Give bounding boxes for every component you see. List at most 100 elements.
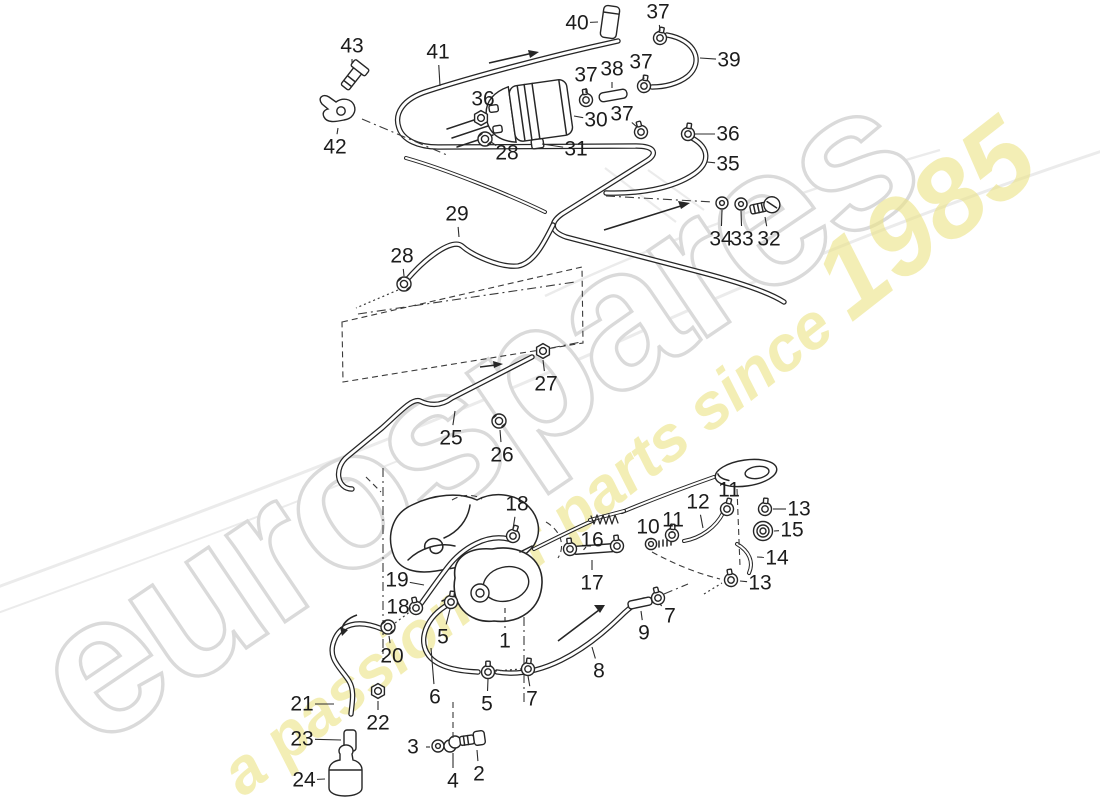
leader-line-9 [640, 610, 643, 621]
part-label-30: 30 [584, 109, 607, 132]
part-label-17: 17 [580, 572, 603, 595]
part-label-37: 37 [646, 1, 669, 24]
part-label-20: 20 [380, 645, 403, 668]
hose-35 [604, 136, 708, 195]
grommet-28a [396, 276, 412, 292]
nut-27 [535, 342, 551, 360]
part-label-9: 9 [638, 622, 650, 645]
leader-line-42 [336, 127, 339, 135]
part-label-4: 4 [447, 770, 459, 793]
clamp-37d [631, 119, 650, 141]
leader-line-5 [445, 608, 451, 625]
leader-line-19 [409, 581, 425, 586]
leader-line-33 [740, 210, 743, 227]
part-label-7: 7 [526, 688, 538, 711]
part-label-32: 32 [757, 228, 780, 251]
leader-line-39 [699, 57, 717, 60]
hose-14 [736, 543, 752, 574]
part-label-11: 11 [662, 509, 684, 532]
part-label-37: 37 [610, 103, 633, 126]
part-label-10: 10 [636, 516, 659, 539]
nut-36a [473, 109, 489, 127]
part-label-6: 6 [429, 686, 441, 709]
tube-40 [599, 4, 621, 40]
hose-12 [683, 512, 724, 542]
part-label-25: 25 [439, 427, 462, 450]
leader-line-26 [499, 429, 502, 443]
leader-line-20 [388, 635, 391, 644]
damper-24 [328, 744, 363, 797]
hose-6 [422, 602, 480, 674]
mid-section [336, 266, 584, 493]
part-label-7: 7 [664, 605, 676, 628]
part-label-28: 28 [390, 245, 413, 268]
part-label-14: 14 [765, 547, 789, 570]
hose-39 [650, 33, 698, 89]
clamp-7a [520, 656, 537, 677]
hose-41-fold [405, 157, 546, 213]
leader-line-8 [591, 646, 596, 659]
part-label-12: 12 [686, 491, 709, 514]
part-label-24: 24 [292, 769, 316, 792]
leader-line-37 [642, 74, 645, 80]
leader-line-35 [706, 161, 716, 164]
watermark: eurospares a passion for parts since 198… [0, 38, 1100, 800]
flow-arrow [488, 50, 539, 64]
part-label-36: 36 [471, 88, 494, 111]
part-label-11: 11 [718, 479, 740, 502]
leader-line-6 [430, 647, 435, 685]
part-label-22: 22 [366, 712, 389, 735]
valve-31 [530, 138, 545, 150]
fuel-pump-1 [441, 545, 543, 623]
washer-33 [734, 197, 748, 211]
leader-line-28 [402, 268, 405, 277]
top-assembly [319, 4, 787, 305]
flow-arrow [557, 605, 605, 642]
leader-line-16 [583, 546, 587, 551]
part-label-3: 3 [407, 736, 419, 759]
part-label-29: 29 [445, 203, 468, 226]
part-label-26: 26 [490, 444, 513, 467]
part-label-5: 5 [437, 626, 449, 649]
leader-line-2 [476, 749, 479, 762]
hose-25 [337, 355, 534, 491]
grommet-15 [752, 520, 774, 542]
part-label-36: 36 [716, 123, 739, 146]
part-label-1: 1 [499, 630, 511, 653]
part-label-42: 42 [323, 136, 346, 159]
part-label-5: 5 [481, 693, 493, 716]
flow-arrow [340, 614, 358, 636]
tube-9 [627, 596, 653, 610]
part-label-35: 35 [716, 153, 739, 176]
washer-34 [715, 196, 729, 210]
supply-line [533, 520, 593, 550]
part-label-31: 31 [564, 138, 587, 161]
part-label-16: 16 [580, 529, 603, 552]
clamp-37c [635, 73, 653, 95]
hose-12 [682, 511, 725, 543]
leader-line-34 [720, 209, 723, 227]
part-label-8: 8 [593, 660, 605, 683]
leader-line-41 [438, 64, 441, 87]
washer-4 [443, 735, 462, 753]
leader-line-7 [659, 603, 663, 607]
leader-line-23 [314, 738, 342, 741]
screw-43 [340, 59, 370, 91]
canister-30 [485, 79, 574, 150]
leader-line-37 [631, 122, 638, 128]
screw-2 [458, 729, 487, 747]
grommet-20 [380, 619, 396, 635]
supply-line-2 [621, 476, 715, 513]
bolt-32 [749, 196, 781, 215]
coil-section [588, 509, 626, 525]
part-label-27: 27 [534, 373, 557, 396]
part-label-43: 43 [340, 35, 363, 58]
hose-41-fold [404, 156, 547, 214]
part-label-39: 39 [717, 49, 740, 72]
part-label-23: 23 [290, 728, 313, 751]
part-label-41: 41 [426, 41, 449, 64]
nut-22 [370, 682, 386, 700]
leader-line-25 [452, 410, 456, 426]
